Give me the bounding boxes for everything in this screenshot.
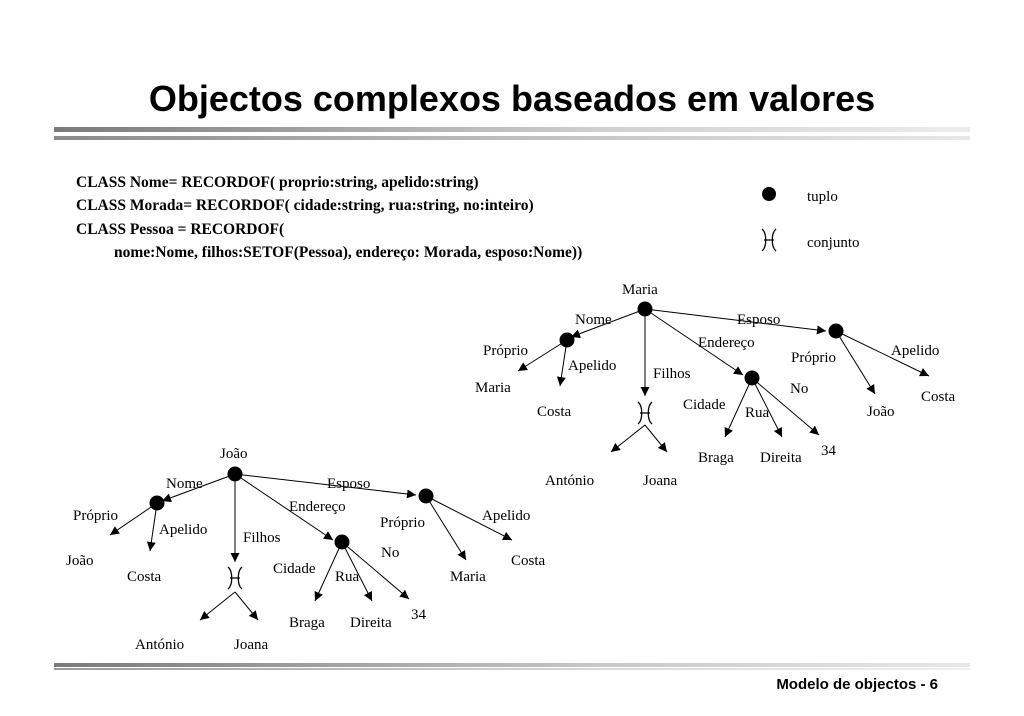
tree-joao-labels: João Nome Esposo Endereço Filhos Próprio… <box>66 446 546 653</box>
edge-label-esposo: Esposo <box>327 476 370 492</box>
tuple-node-nome <box>559 332 575 348</box>
edge-label-esposo-apelido: Apelido <box>482 508 530 524</box>
value-no: 34 <box>821 443 837 459</box>
value-cidade: Braga <box>289 615 325 631</box>
edge-esposo-proprio <box>425 495 467 561</box>
tuple-legend-icon <box>762 187 776 201</box>
slide-title: Objectos complexos baseados em valores <box>148 78 876 119</box>
tuple-node-root <box>637 301 653 317</box>
edge-cidade <box>724 377 753 438</box>
edge-label-esposo: Esposo <box>737 312 780 328</box>
edge-cidade <box>314 541 343 602</box>
edge-no <box>751 377 820 436</box>
edge-esposo <box>644 308 827 335</box>
edge-rua <box>751 377 783 438</box>
edge-filho-joana <box>234 591 259 621</box>
value-esposo-proprio: Maria <box>450 569 486 585</box>
tree-maria-labels: Maria Nome Esposo Endereço Filhos Própri… <box>475 282 956 489</box>
tuple-node-morada <box>744 370 760 386</box>
edge-filho-antonio <box>610 424 646 453</box>
code-line-pessoa: CLASS Pessoa = RECORDOF( <box>76 220 285 238</box>
edge-nome-apelido <box>556 339 568 387</box>
edge-no <box>341 541 410 600</box>
tuple-node-nome <box>149 495 165 511</box>
value-rua: Direita <box>350 615 392 631</box>
edge-label-proprio: Próprio <box>73 508 118 524</box>
edge-label-nome: Nome <box>166 476 203 492</box>
value-proprio: João <box>66 553 94 569</box>
edge-esposo <box>234 473 417 499</box>
edge-label-apelido: Apelido <box>568 358 616 374</box>
edge-label-esposo-apelido: Apelido <box>891 343 939 359</box>
edge-endereco <box>234 473 334 541</box>
edge-label-nome: Nome <box>575 312 612 328</box>
value-esposo-apelido: Costa <box>921 389 956 405</box>
edge-label-no: No <box>381 545 399 561</box>
value-apelido: Costa <box>127 569 162 585</box>
value-child-2: Joana <box>234 637 268 653</box>
tuple-node-esposo <box>418 488 434 504</box>
set-legend-icon <box>761 228 777 252</box>
code-line-nome: CLASS Nome= RECORDOF( proprio:string, ap… <box>76 174 479 191</box>
value-no: 34 <box>411 607 427 623</box>
edge-label-rua: Rua <box>745 405 770 421</box>
edge-label-esposo-proprio: Próprio <box>380 515 425 531</box>
tree-maria <box>517 308 930 453</box>
edge-nome <box>570 308 646 339</box>
tuple-node-esposo <box>828 323 844 339</box>
class-definitions: CLASS Nome= RECORDOF( proprio:string, ap… <box>76 171 582 264</box>
edge-label-no: No <box>790 381 808 397</box>
legend: tuplo conjunto <box>761 187 860 252</box>
edge-label-apelido: Apelido <box>159 522 207 538</box>
edge-label-filhos: Filhos <box>653 366 691 382</box>
value-child-1: António <box>135 637 184 653</box>
edge-nome-apelido <box>146 502 158 552</box>
set-legend-label: conjunto <box>807 235 860 251</box>
edge-filho-joana <box>644 424 668 453</box>
edge-filho-antonio <box>199 591 236 621</box>
edge-nome-proprio <box>517 339 568 372</box>
edge-esposo-apelido <box>835 330 930 377</box>
edge-label-rua: Rua <box>335 569 360 585</box>
set-node-filhos <box>227 566 243 590</box>
edge-endereco <box>644 308 744 376</box>
value-rua: Direita <box>760 450 802 466</box>
edge-label-cidade: Cidade <box>683 397 726 413</box>
edge-nome <box>161 473 236 503</box>
edge-label-proprio: Próprio <box>483 343 528 359</box>
edge-nome-proprio <box>109 502 158 536</box>
edge-label-cidade: Cidade <box>273 561 316 577</box>
edge-esposo-apelido <box>425 495 513 541</box>
value-esposo-apelido: Costa <box>511 553 546 569</box>
value-cidade: Braga <box>698 450 734 466</box>
value-child-2: Joana <box>643 473 677 489</box>
code-line-pessoa-fields: nome:Nome, filhos:SETOF(Pessoa), endereç… <box>114 243 583 261</box>
tuple-node-morada <box>334 534 350 550</box>
edge-label-endereco: Endereço <box>289 499 346 515</box>
tree-joao <box>109 473 513 621</box>
edge-rua <box>341 541 373 602</box>
value-proprio: Maria <box>475 380 511 396</box>
edge-label-esposo-proprio: Próprio <box>791 350 836 366</box>
value-esposo-proprio: João <box>867 404 895 420</box>
value-apelido: Costa <box>537 404 572 420</box>
edge-esposo-proprio <box>835 330 876 395</box>
set-node-filhos <box>637 401 653 425</box>
edge-label-filhos: Filhos <box>243 530 281 546</box>
code-line-morada: CLASS Morada= RECORDOF( cidade:string, r… <box>76 197 534 215</box>
edge-label-endereco: Endereço <box>698 335 755 351</box>
root-label: Maria <box>622 282 658 298</box>
value-child-1: António <box>545 473 594 489</box>
tree-joao-nodes <box>149 466 434 590</box>
slide-footer: Modelo de objectos - 6 <box>776 676 938 693</box>
tree-maria-nodes <box>559 301 844 425</box>
tuple-legend-label: tuplo <box>807 189 838 205</box>
tuple-node-root <box>227 466 243 482</box>
root-label: João <box>220 446 248 462</box>
